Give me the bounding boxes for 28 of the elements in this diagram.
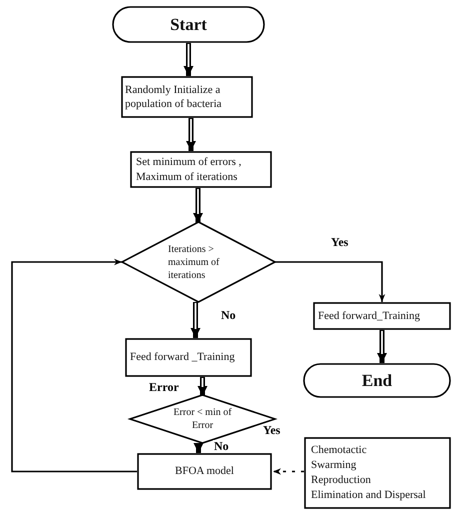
edge-label: No	[220, 309, 237, 322]
node-text: Reproduction	[311, 473, 371, 488]
node-text: BFOA model	[175, 464, 234, 479]
node-text: Feed forward _Training	[130, 350, 235, 365]
node-text: Iterations > maximum of iterations	[168, 242, 220, 282]
process-box	[125, 338, 252, 377]
node-text: Chemotactic	[311, 443, 367, 458]
edge-label: No	[213, 440, 230, 454]
node-text: Set minimum of errors , Maximum of iterations	[136, 155, 242, 184]
node-text: Elimination and Dispersal	[311, 488, 426, 503]
decision-diamond	[127, 394, 278, 444]
node-text: End	[362, 370, 392, 390]
node-text: Swarming	[311, 458, 356, 473]
edge-label: Error	[148, 381, 180, 394]
node-text: Error < min of Error	[172, 406, 233, 432]
node-text: Randomly Initialize a population of bacteria	[125, 82, 223, 112]
process-box	[121, 76, 253, 118]
node-text: Start	[170, 14, 207, 34]
process-box	[313, 302, 451, 330]
terminal-shape	[112, 6, 265, 43]
process-box	[137, 453, 272, 490]
process-box	[304, 437, 451, 509]
branch-label: Yes	[262, 424, 282, 438]
decision-diamond	[120, 221, 277, 303]
edge-label: Yes	[330, 236, 350, 250]
terminal-shape	[303, 363, 451, 398]
process-box	[130, 151, 272, 188]
node-text: Feed forward_Training	[318, 308, 420, 324]
